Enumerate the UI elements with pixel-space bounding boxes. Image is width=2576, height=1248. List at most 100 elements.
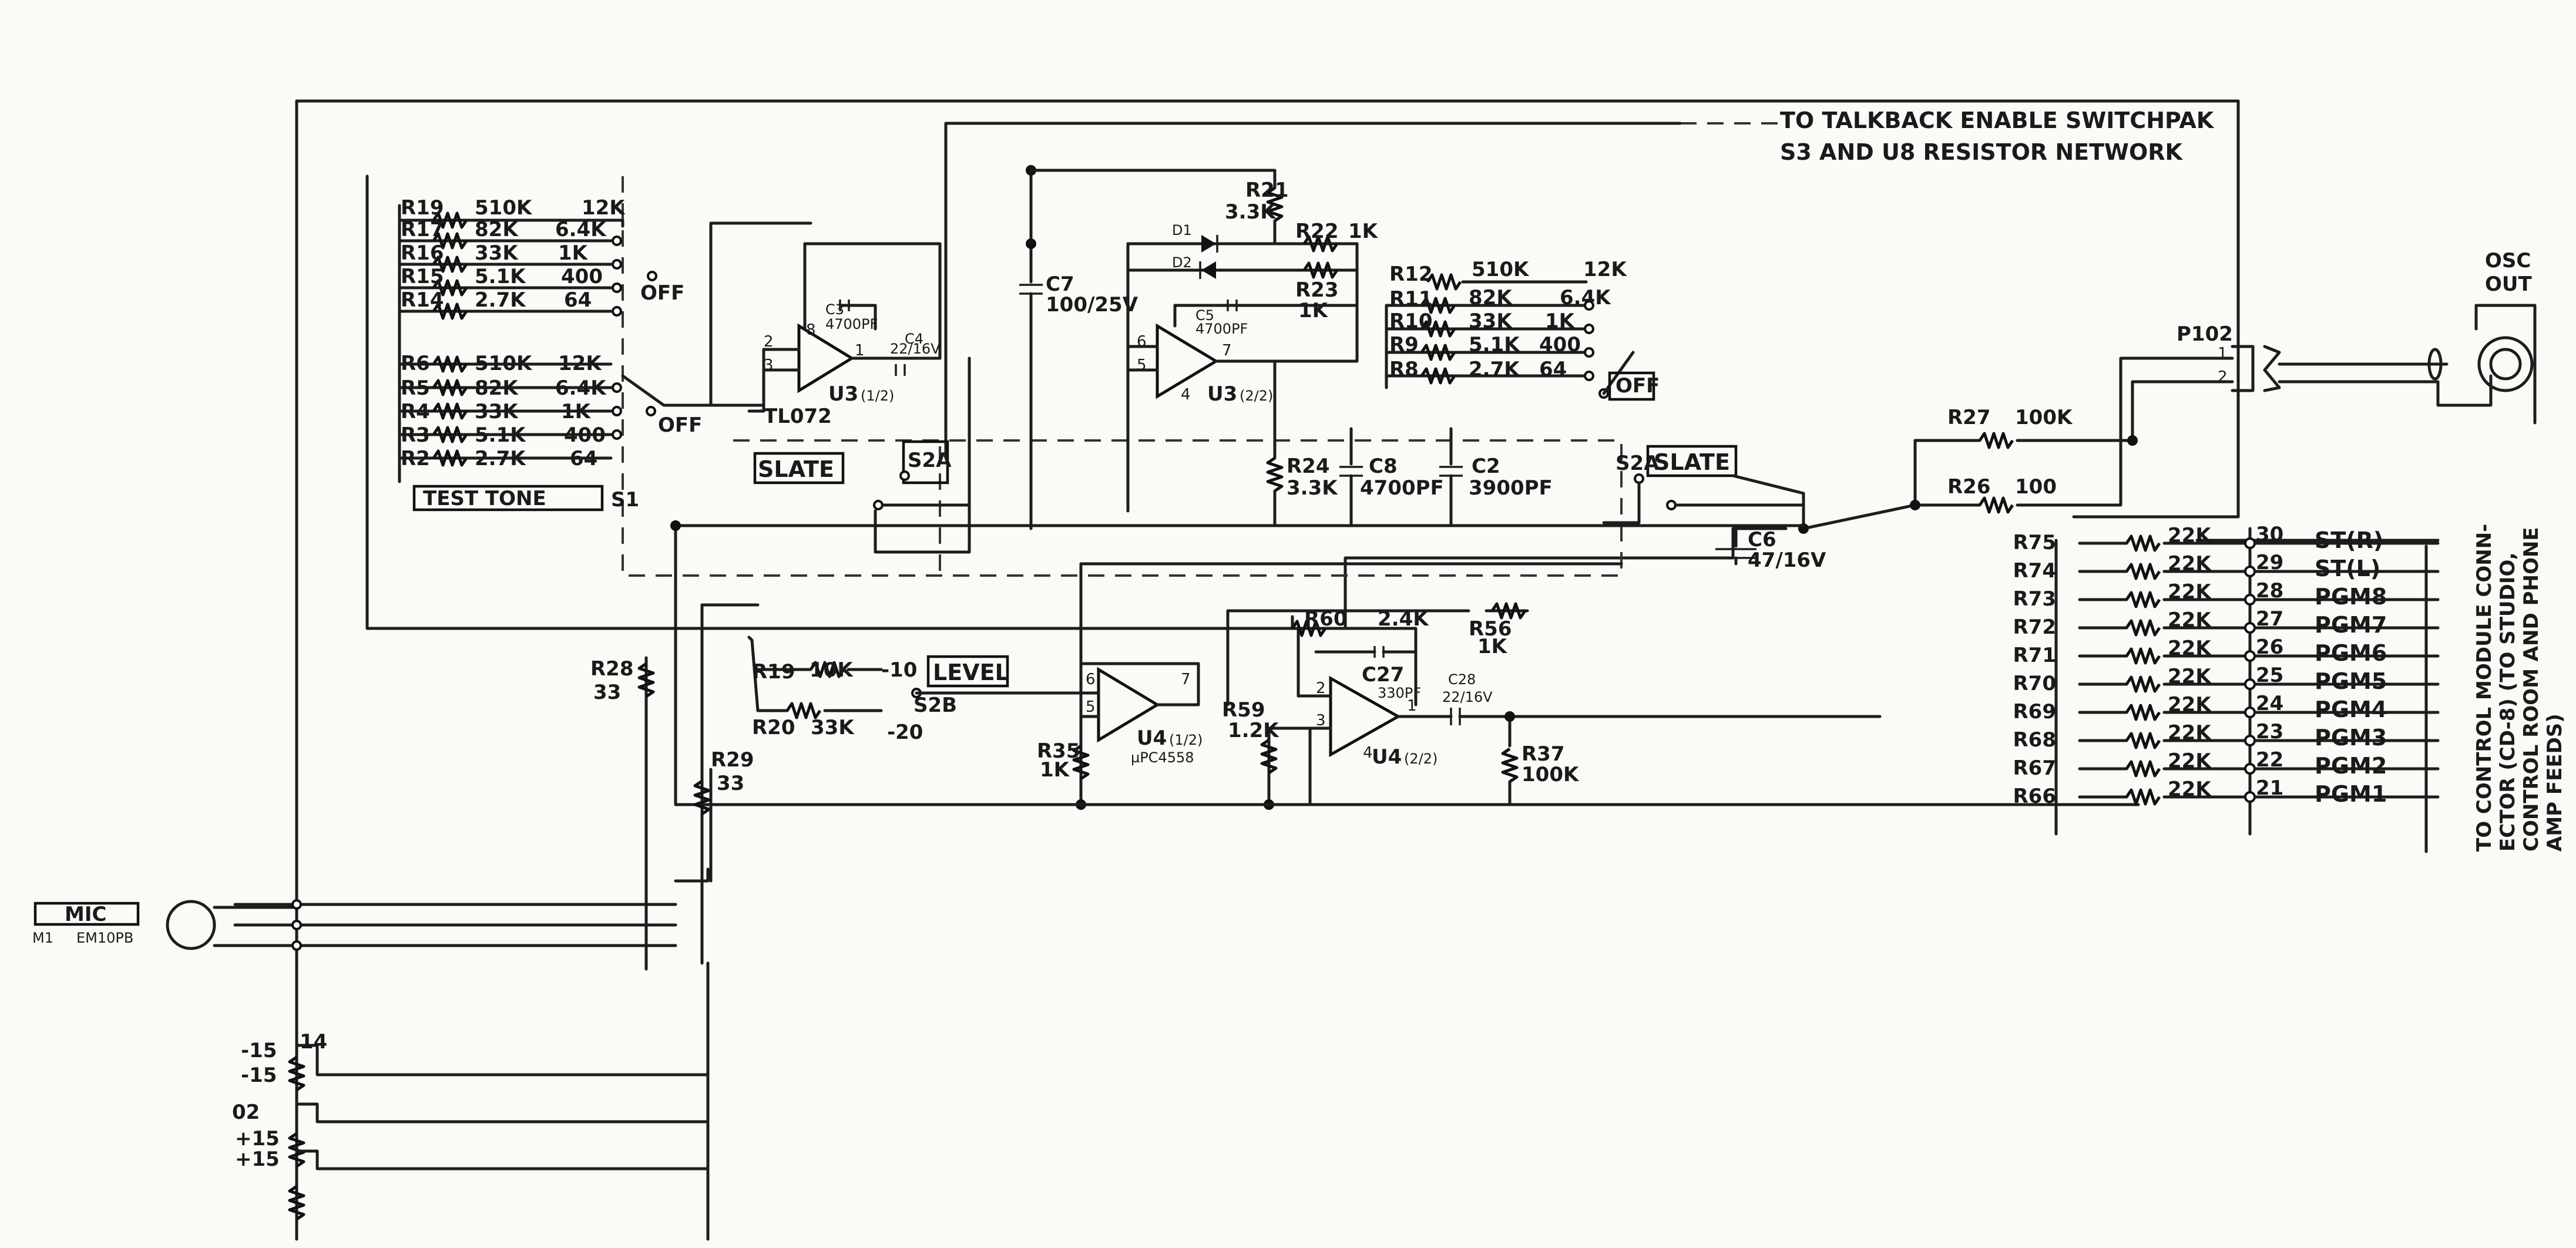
c5-ref: C5 (1195, 307, 1214, 324)
bus-val: 22K (2168, 721, 2212, 745)
bus-ref: R70 (2013, 672, 2057, 695)
p102-label: P102 (2177, 322, 2233, 346)
r19b-val: 10K (810, 658, 854, 682)
r15-alt: 400 (561, 265, 603, 288)
slate-label-a: SLATE (758, 456, 834, 482)
r56-val: 1K (1477, 635, 1508, 658)
supply-m15-b: -15 (241, 1064, 277, 1087)
slate-label-b: SLATE (1654, 449, 1730, 475)
s2a-label-b: S2A (1616, 452, 1660, 475)
c6-ref: C6 (1748, 528, 1776, 551)
bus-pin (2244, 650, 2256, 662)
bus-ref: R67 (2013, 756, 2057, 780)
u3a-part: (1/2) (861, 388, 894, 404)
r56-ref: R56 (1469, 617, 1512, 641)
c4-ref: C4 (905, 331, 923, 347)
r10-val: 33K (1469, 310, 1513, 333)
bus-pin-num: 23 (2256, 720, 2283, 744)
r8-alt: 64 (1539, 358, 1567, 381)
u3a-name: U3 (828, 382, 858, 406)
d1-label: D1 (1172, 222, 1192, 238)
r26-ref: R26 (1947, 475, 1991, 499)
u4b-pin1: 1 (1407, 697, 1417, 715)
bus-ref: R68 (2013, 728, 2057, 752)
s2a-label-a: S2A (908, 449, 952, 472)
r5-ref: R5 (401, 376, 430, 400)
bus-val: 22K (2168, 580, 2212, 604)
c8-ref: C8 (1369, 455, 1398, 478)
bus-resistor (2127, 621, 2159, 635)
level-pos-20: -20 (887, 721, 923, 744)
r11-ref: R11 (1389, 287, 1433, 311)
r21-val: 3.3K (1225, 200, 1277, 224)
r3-alt: 400 (564, 423, 606, 447)
bus-label: PGM8 (2315, 584, 2387, 610)
side-note-1: TO CONTROL MODULE CONN- (2473, 524, 2496, 852)
r28-val: 33 (593, 681, 621, 704)
osc-out-network: R27 100K R26 100 P102 1 2 OSC OUT (1910, 249, 2537, 512)
u3b-pin6: 6 (1137, 333, 1147, 351)
bus-ref: R66 (2013, 785, 2057, 808)
off-label-c: OFF (1616, 374, 1660, 398)
outer-frame (295, 99, 2240, 519)
power-supply-connector: -15 -15 +15 +15 14 02 (232, 961, 710, 1241)
mic-model: EM10PB (76, 930, 133, 946)
u4a-name: U4 (1137, 726, 1167, 750)
r2-ref: R2 (401, 447, 430, 470)
r2-alt: 64 (570, 447, 597, 470)
bus-ref: R75 (2013, 531, 2057, 554)
side-note: TO CONTROL MODULE CONN- ECTOR (CD-8) (TO… (2424, 524, 2567, 853)
u4b-pin4: 4 (1363, 744, 1373, 762)
level-section: R19 10K R20 33K -10 -20 LEVEL S2B 6 5 7 … (747, 562, 1623, 810)
c8-val: 4700PF (1360, 476, 1444, 500)
u4b-name: U4 (1372, 745, 1402, 769)
mic-part: M1 (32, 930, 53, 946)
c28-ref: C28 (1448, 671, 1476, 688)
bus-resistor (2127, 564, 2159, 578)
bus-label: PGM7 (2315, 612, 2387, 638)
r12-val: 510K (1472, 258, 1530, 281)
r27-val: 100K (2015, 406, 2073, 429)
bus-val: 22K (2168, 749, 2212, 773)
u4b-pin2: 2 (1316, 679, 1326, 697)
u3a-pin3: 3 (764, 356, 774, 374)
r6-ref: R6 (401, 352, 430, 375)
side-note-3: CONTROL ROOM AND PHONE (2520, 527, 2543, 852)
r19-alt: 12K (582, 196, 626, 220)
r10-ref: R10 (1389, 310, 1433, 333)
u4b-opamp: R60 2.4K R56 1K C27 330PF C28 22/16V 2 3… (1222, 604, 1882, 810)
supply-pin14: 14 (300, 1030, 327, 1054)
bus-resistor (2127, 790, 2159, 804)
r20-val: 33K (811, 716, 855, 739)
bus-pin (2244, 791, 2256, 803)
bus-label: PGM4 (2315, 697, 2387, 722)
test-tone-label: TEST TONE (423, 487, 546, 510)
r22-ref: R22 (1295, 220, 1339, 243)
u3b-pin4: 4 (1181, 386, 1191, 403)
c4-val: 22/16V (890, 341, 941, 357)
c7-ref: C7 (1046, 273, 1074, 296)
u3b-pin5: 5 (1137, 356, 1147, 374)
mic-label: MIC (65, 903, 106, 926)
side-note-4: AMP FEEDS) (2543, 714, 2567, 852)
r27-ref: R27 (1947, 406, 1991, 429)
bus-pin (2244, 735, 2256, 746)
resistor-bank-b: R6 510K 12K R5 82K 6.4K R4 33K 1K R3 5.1… (398, 221, 812, 512)
bus-val: 22K (2168, 665, 2212, 688)
bus-resistor (2127, 734, 2159, 748)
r5-val: 82K (475, 376, 519, 400)
r17-ref: R17 (401, 218, 444, 241)
level-label: LEVEL (933, 660, 1009, 685)
r12-ref: R12 (1389, 263, 1433, 286)
u4a-type: µPC4558 (1131, 749, 1194, 766)
u3a-pin2: 2 (764, 333, 774, 351)
bus-resistor (2127, 649, 2159, 663)
bus-resistor (2127, 593, 2159, 607)
bus-val: 22K (2168, 778, 2212, 801)
r9-alt: 400 (1539, 333, 1581, 356)
u3a-opamp: 2 3 8 1 U3 (1/2) TL072 C3 4700PF C4 22/1… (709, 242, 971, 530)
r24-val: 3.3K (1287, 476, 1338, 500)
slate-switch-b: SLATE S2A (1602, 445, 1917, 530)
